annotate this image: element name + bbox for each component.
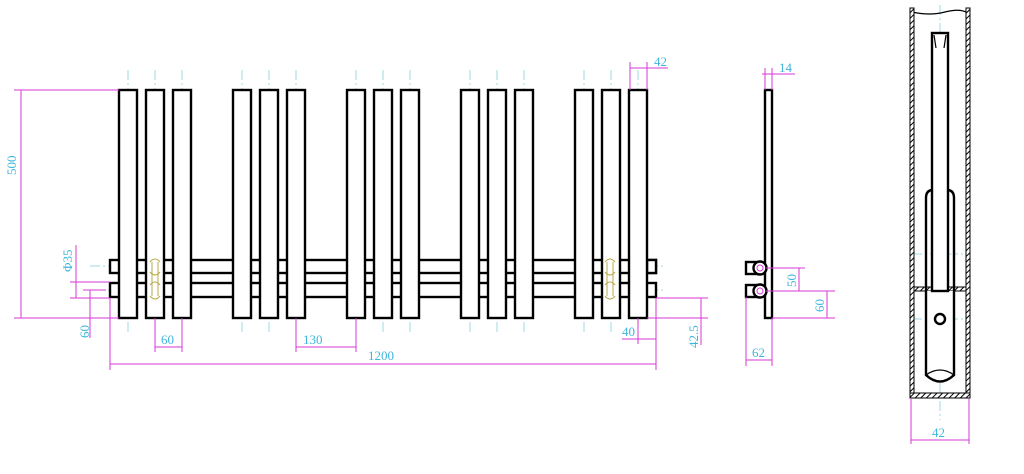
radiator-column (600, 88, 622, 320)
dim-panel-thickness: 14 (779, 60, 793, 75)
valve-symbol (604, 258, 616, 300)
front-view-dimensions: 500 42 Φ35 60 60 130 1200 40 42.5 (4, 54, 708, 370)
dim-group-gap: 130 (303, 332, 323, 347)
radiator-column (258, 88, 280, 320)
dim-pipe-diameter: Φ35 (60, 249, 75, 272)
dim-column-width: 42 (654, 54, 667, 69)
dim-pipe-spacing: 50 (784, 274, 799, 287)
radiator-column (399, 88, 421, 320)
dim-pipe-height: 60 (812, 299, 827, 312)
radiator-column (372, 88, 394, 320)
dim-bottom-offset: 42.5 (686, 325, 701, 348)
radiator-column (285, 88, 307, 320)
dim-total-width: 1200 (368, 348, 394, 363)
radiator-column (144, 88, 166, 320)
radiator-column (573, 88, 595, 320)
dim-section-width: 42 (932, 425, 945, 440)
radiator-column (345, 88, 367, 320)
dim-height: 500 (4, 156, 19, 176)
radiator-column (513, 88, 535, 320)
radiator-column (117, 88, 139, 320)
radiator-column (459, 88, 481, 320)
dim-depth: 62 (752, 345, 765, 360)
radiator-column (627, 88, 649, 320)
radiator-column (486, 88, 508, 320)
air-vent (645, 258, 658, 275)
section-view: 42 (909, 5, 971, 444)
dim-column-pitch: 60 (161, 332, 174, 347)
side-view: 14 50 60 62 (744, 60, 835, 366)
radiator-column (231, 88, 253, 320)
dim-end-offset: 40 (622, 324, 635, 339)
front-view (90, 70, 665, 335)
radiator-column (171, 88, 193, 320)
dim-pipe-offset: 60 (77, 325, 92, 338)
valve-symbol (149, 258, 161, 300)
